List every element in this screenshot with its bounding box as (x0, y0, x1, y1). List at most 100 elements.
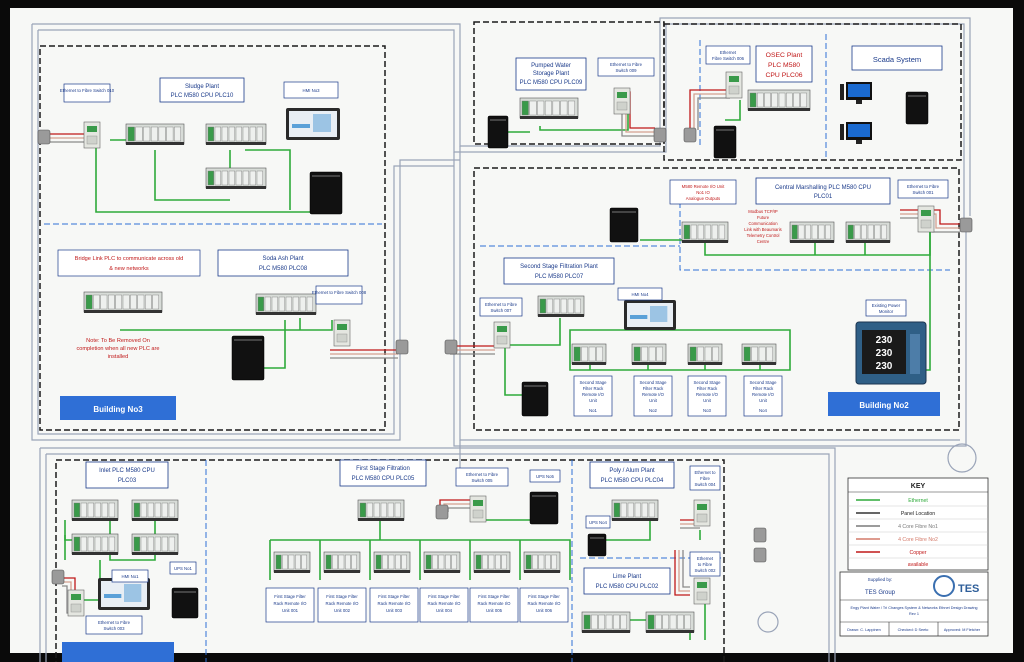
building-no3-badge: Building No3 (60, 396, 176, 420)
svg-text:Unit 002: Unit 002 (334, 608, 351, 613)
svg-text:Second Stage Filtration Plant: Second Stage Filtration Plant (520, 264, 598, 270)
soda-e2f-label: Ethernet to Fibre Switch 008 (312, 285, 367, 305)
second-stage-rio-1 (571, 343, 607, 365)
inlet-ups-label: UPS No1 (169, 561, 197, 575)
second-stage-rio-4 (741, 343, 777, 365)
svg-text:Ethernet to Fibre: Ethernet to Fibre (485, 302, 518, 307)
first-stage-plc (357, 499, 405, 521)
svg-text:Building No3: Building No3 (93, 405, 143, 414)
svg-text:Scada System: Scada System (873, 55, 921, 64)
svg-text:Panel Location: Panel Location (901, 511, 935, 517)
svg-text:Ethernet: Ethernet (720, 50, 737, 55)
svg-text:CPU PLC06: CPU PLC06 (765, 72, 802, 79)
central-plc-2 (845, 221, 891, 243)
osec-plant-label: OSEC Plant PLC M580 CPU PLC06 (755, 45, 813, 83)
central-plc-1 (789, 221, 835, 243)
svg-text:PLC03: PLC03 (118, 478, 137, 484)
svg-text:UPS No4: UPS No4 (589, 520, 608, 525)
svg-text:OSEC Plant: OSEC Plant (766, 52, 803, 59)
inlet-plc-2 (131, 499, 179, 521)
inlet-ups (171, 587, 199, 619)
svg-text:Lime Plant: Lime Plant (613, 574, 642, 580)
svg-text:Bridge Link PLC to communicate: Bridge Link PLC to communicate across ol… (75, 256, 184, 262)
power-monitor-label: Existing Power Monitor (865, 299, 907, 317)
svg-text:Monitor: Monitor (879, 309, 894, 314)
svg-text:Switch 007: Switch 007 (490, 308, 512, 313)
svg-text:Switch 001: Switch 001 (912, 190, 934, 195)
power-monitor: 230 230 230 (855, 321, 927, 385)
svg-text:available: available (908, 562, 929, 568)
svg-text:PLC M580 PLC07: PLC M580 PLC07 (535, 274, 584, 280)
svg-text:Remote I/O: Remote I/O (642, 392, 665, 397)
tes-logo: TES (933, 575, 979, 597)
svg-text:Switch 009: Switch 009 (615, 68, 637, 73)
second-stage-plc (537, 295, 585, 317)
soda-ash-label: Soda Ash Plant PLC M580 PLC08 (217, 249, 349, 277)
central-e2f-label: Ethernet to Fibre Switch 001 (897, 179, 949, 199)
first-stage-rio-3 (373, 551, 411, 573)
svg-text:Unit 005: Unit 005 (486, 608, 503, 613)
svg-text:First Stage Filter: First Stage Filter (274, 594, 306, 599)
first-stage-ups (529, 491, 559, 525)
svg-text:Engy Plant Water / Tri Changes: Engy Plant Water / Tri Changes System & … (850, 606, 977, 610)
first-ups-label: UPS No5 (529, 469, 561, 483)
legend-item: Copper (848, 550, 988, 559)
second-stage-hmi (624, 300, 676, 330)
sludge-e2f-label: Ethernet to Fibre Switch 010 (60, 83, 115, 103)
inlet-plc-3 (71, 533, 119, 555)
equipment-layer (67, 71, 935, 633)
inlet-plc-label: Inlet PLC M580 CPU PLC03 (85, 461, 169, 489)
pumped-e2f-label: Ethernet to Fibre Switch 009 (597, 57, 655, 77)
svg-text:Approved: M Fletcher: Approved: M Fletcher (944, 628, 981, 632)
fibre-patch-connectors (37, 127, 973, 585)
sludge-plant-label: Sludge Plant PLC M580 CPU PLC10 (159, 77, 245, 103)
svg-text:Filter Rack: Filter Rack (583, 386, 604, 391)
svg-text:Sludge Plant: Sludge Plant (185, 84, 219, 90)
svg-text:Supplied by:: Supplied by: (868, 577, 893, 582)
svg-text:Unit 004: Unit 004 (436, 608, 453, 613)
svg-text:HMI No3: HMI No3 (303, 88, 321, 93)
rio-number: No3 (703, 408, 711, 413)
first-stage-rio-4 (423, 551, 461, 573)
svg-text:Building No2: Building No2 (859, 401, 909, 410)
soda-ash-plc (255, 293, 317, 315)
svg-text:Unit 001: Unit 001 (282, 608, 299, 613)
inlet-plc-4 (131, 533, 179, 555)
svg-text:Rack Remote I/O: Rack Remote I/O (326, 601, 360, 606)
first-stage-switch (469, 495, 487, 523)
second-stage-label: Second Stage Filtration Plant PLC M580 P… (503, 257, 615, 285)
svg-text:4 Core Fibre No2: 4 Core Fibre No2 (898, 537, 938, 543)
pumped-water-plc (519, 97, 579, 119)
poly-alum-switch (693, 499, 711, 527)
svg-text:Copper: Copper (909, 550, 926, 556)
svg-text:completion when all new PLC ar: completion when all new PLC are (76, 346, 159, 352)
svg-text:TES: TES (958, 583, 979, 595)
scada-pc-1 (840, 82, 872, 104)
soda-ash-ups (231, 335, 265, 381)
svg-text:Filter Rack: Filter Rack (697, 386, 718, 391)
svg-text:Ethernet to: Ethernet to (694, 470, 716, 475)
pumped-water-outline (473, 21, 665, 145)
building-badge-partial (62, 642, 174, 662)
first-stage-rio-2 (323, 551, 361, 573)
svg-text:PLC M580 CPU PLC05: PLC M580 CPU PLC05 (352, 476, 415, 482)
poly-e2f-label: Ethernet to Fibre Switch 004 (689, 465, 721, 491)
building-no2-badge: Building No2 (828, 392, 940, 416)
svg-text:Switch 003: Switch 003 (103, 626, 125, 631)
svg-text:Storage Plant: Storage Plant (533, 71, 570, 77)
modbus-future-note: Modbus TCP/IP Future Communication Link … (744, 209, 781, 244)
svg-text:UPS No5: UPS No5 (536, 474, 555, 479)
first-stage-rio-1 (273, 551, 311, 573)
lime-plc-2 (645, 611, 695, 633)
svg-text:Switch 005: Switch 005 (471, 478, 493, 483)
sludge-hmi-label: HMI No3 (283, 81, 339, 99)
svg-text:Fibre: Fibre (700, 476, 710, 481)
